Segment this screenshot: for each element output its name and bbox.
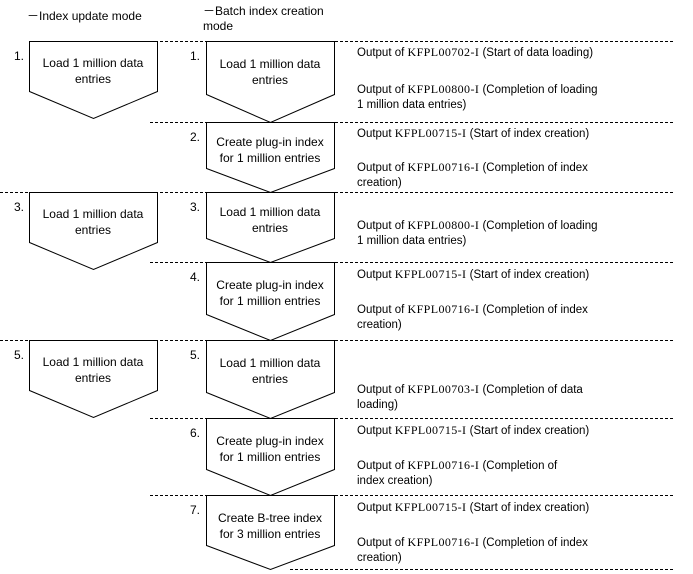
column-header-batch-index-creation-mode: －Batch index creation mode <box>203 4 324 33</box>
process-shape: Create plug-in index for 1 million entri… <box>206 122 335 194</box>
process-label: Create plug-in index for 1 million entri… <box>216 434 324 464</box>
note-suffix: (Completion of loading 1 million data en… <box>357 220 598 247</box>
message-note: Output KFPL00715-I (Start of index creat… <box>357 267 687 283</box>
note-message-code: KFPL00800-I <box>407 82 480 96</box>
note-message-code: KFPL00716-I <box>407 160 480 174</box>
note-prefix: Output of <box>357 384 408 396</box>
note-suffix: (Completion of index creation) <box>357 162 588 189</box>
message-note: Output KFPL00715-I (Start of index creat… <box>357 126 687 142</box>
step-number: 3. <box>13 200 24 214</box>
note-prefix: Output of <box>357 84 408 96</box>
note-suffix: (Start of index creation) <box>466 502 590 514</box>
note-suffix: (Completion of index creation) <box>357 304 588 331</box>
message-note: Output of KFPL00800-I (Completion of loa… <box>357 218 687 249</box>
note-message-code: KFPL00715-I <box>394 423 467 437</box>
message-note: Output KFPL00715-I (Start of index creat… <box>357 500 687 516</box>
note-prefix: Output <box>357 269 395 281</box>
note-message-code: KFPL00703-I <box>407 382 480 396</box>
note-prefix: Output <box>357 128 395 140</box>
note-message-code: KFPL00715-I <box>394 126 467 140</box>
note-suffix: (Start of index creation) <box>466 269 590 281</box>
pentagon-down-icon <box>206 122 335 194</box>
note-message-code: KFPL00716-I <box>407 458 480 472</box>
note-message-code: KFPL00702-I <box>407 45 480 59</box>
pentagon-down-icon <box>206 262 335 342</box>
note-suffix: (Start of data loading) <box>479 47 594 59</box>
separator-line <box>290 569 673 570</box>
separator-line <box>0 340 673 341</box>
message-note: Output KFPL00715-I (Start of index creat… <box>357 423 687 439</box>
process-shape: Load 1 million data entries <box>206 340 335 420</box>
process-shape: Load 1 million data entries <box>29 192 158 271</box>
process-shape: Load 1 million data entries <box>29 41 158 120</box>
note-suffix: (Completion of loading 1 million data en… <box>357 84 598 111</box>
step-number: 6. <box>189 426 200 440</box>
pentagon-down-icon <box>29 41 158 120</box>
process-shape: Load 1 million data entries <box>206 192 335 264</box>
step-number: 5. <box>13 348 24 362</box>
separator-line <box>150 495 673 496</box>
note-prefix: Output of <box>357 162 408 174</box>
note-prefix: Output of <box>357 537 408 549</box>
pentagon-down-icon <box>206 340 335 420</box>
message-note: Output of KFPL00716-I (Completion of ind… <box>357 302 687 333</box>
step-number: 2. <box>189 130 200 144</box>
process-label: Load 1 million data entries <box>219 205 321 235</box>
message-note: Output of KFPL00716-I (Completion of ind… <box>357 160 687 191</box>
note-message-code: KFPL00716-I <box>407 302 480 316</box>
note-message-code: KFPL00715-I <box>394 500 467 514</box>
separator-line <box>150 41 673 42</box>
process-shape: Load 1 million data entries <box>29 340 158 419</box>
separator-line <box>0 192 673 193</box>
note-suffix: (Start of index creation) <box>466 425 590 437</box>
pentagon-down-icon <box>206 41 335 124</box>
note-message-code: KFPL00716-I <box>407 535 480 549</box>
note-message-code: KFPL00715-I <box>394 267 467 281</box>
step-number: 3. <box>189 200 200 214</box>
note-suffix: (Completion of index creation) <box>357 537 588 564</box>
step-number: 5. <box>189 348 200 362</box>
note-prefix: Output of <box>357 304 408 316</box>
step-number: 1. <box>13 49 24 63</box>
separator-line <box>150 262 673 263</box>
pentagon-down-icon <box>206 418 335 497</box>
separator-line <box>150 122 673 123</box>
step-number: 1. <box>189 49 200 63</box>
process-label: Load 1 million data entries <box>42 355 144 385</box>
process-label: Load 1 million data entries <box>42 56 144 86</box>
note-suffix: (Completion of index creation) <box>357 460 558 487</box>
message-note: Output of KFPL00716-I (Completion of ind… <box>357 458 687 489</box>
step-number: 7. <box>189 503 200 517</box>
note-prefix: Output of <box>357 220 408 232</box>
message-note: Output of KFPL00716-I (Completion of ind… <box>357 535 687 566</box>
process-label: Create B-tree index for 3 million entrie… <box>217 511 323 541</box>
pentagon-down-icon <box>29 340 158 419</box>
message-note: Output of KFPL00703-I (Completion of dat… <box>357 382 687 413</box>
note-suffix: (Start of index creation) <box>466 128 590 140</box>
note-prefix: Output of <box>357 460 408 472</box>
process-shape: Load 1 million data entries <box>206 41 335 124</box>
note-suffix: (Completion of data loading) <box>357 384 583 411</box>
separator-line <box>150 418 673 419</box>
step-number: 4. <box>189 270 200 284</box>
process-label: Create plug-in index for 1 million entri… <box>216 135 324 165</box>
note-message-code: KFPL00800-I <box>407 218 480 232</box>
pentagon-down-icon <box>29 192 158 271</box>
process-shape: Create plug-in index for 1 million entri… <box>206 262 335 342</box>
process-label: Load 1 million data entries <box>219 356 321 386</box>
note-prefix: Output <box>357 502 395 514</box>
message-note: Output of KFPL00702-I (Start of data loa… <box>357 45 687 61</box>
process-label: Load 1 million data entries <box>219 57 321 87</box>
pentagon-down-icon <box>206 495 335 571</box>
message-note: Output of KFPL00800-I (Completion of loa… <box>357 82 687 113</box>
note-prefix: Output <box>357 425 395 437</box>
process-shape: Create B-tree index for 3 million entrie… <box>206 495 335 571</box>
process-shape: Create plug-in index for 1 million entri… <box>206 418 335 497</box>
process-label: Load 1 million data entries <box>42 207 144 237</box>
pentagon-down-icon <box>206 192 335 264</box>
process-label: Create plug-in index for 1 million entri… <box>216 278 324 308</box>
note-prefix: Output of <box>357 47 408 59</box>
column-header-index-update-mode: －Index update mode <box>27 9 142 23</box>
